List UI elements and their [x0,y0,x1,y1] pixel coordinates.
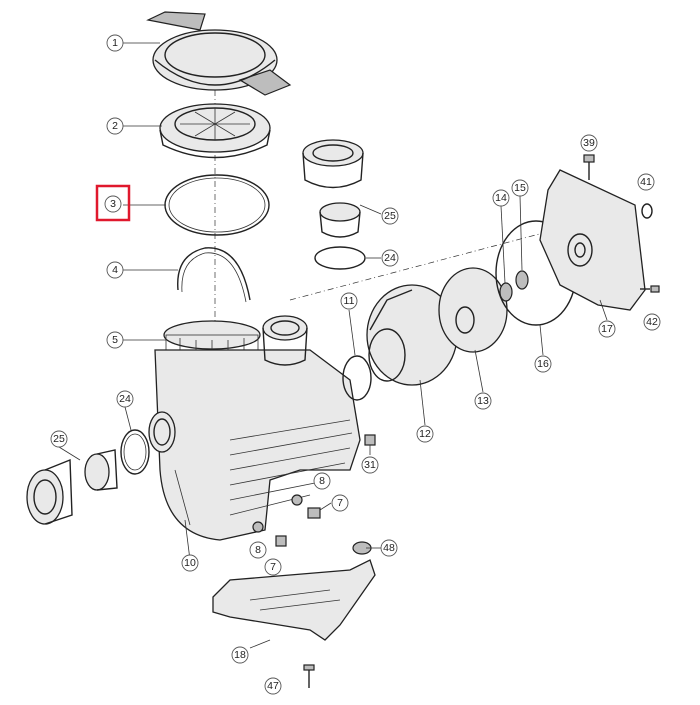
svg-text:17: 17 [601,323,613,335]
leader-lines [58,42,608,649]
part-18-base [212,559,376,641]
callout-7-right: 7 [331,494,349,512]
svg-text:31: 31 [364,459,376,471]
svg-text:5: 5 [112,334,118,346]
svg-text:42: 42 [646,316,658,328]
callout-48: 48 [380,539,398,557]
svg-text:48: 48 [383,542,395,554]
part-47-screw [303,664,315,688]
callout-39: 39 [580,134,598,152]
callout-16: 16 [534,355,552,373]
callout-41: 41 [637,173,655,191]
part-25-union-top [302,139,364,238]
callout-1: 1 [106,34,124,52]
svg-text:25: 25 [384,210,396,222]
part-24-o-ring-top [314,246,366,270]
svg-text:7: 7 [270,561,276,573]
svg-text:39: 39 [583,137,595,149]
part-41-washer [641,203,653,219]
callout-18: 18 [231,646,249,664]
part-24-o-ring-left [120,429,150,475]
callout-24-top: 24 [381,249,399,267]
callout-14: 14 [492,189,510,207]
part-11-o-ring [342,355,372,401]
part-1-lid [146,11,292,96]
svg-text:4: 4 [112,264,118,276]
callout-17: 17 [598,320,616,338]
part-14-seal [499,282,513,302]
part-10-pump-housing [148,315,361,541]
svg-text:24: 24 [384,252,396,264]
part-7-drain-plug-left [275,535,287,547]
svg-text:16: 16 [537,358,549,370]
callout-12: 12 [416,425,434,443]
callout-13: 13 [474,392,492,410]
callout-8-right: 8 [313,472,331,490]
svg-text:12: 12 [419,428,431,440]
svg-text:2: 2 [112,120,118,132]
callout-4: 4 [106,261,124,279]
callout-11: 11 [340,292,358,310]
svg-text:8: 8 [319,475,325,487]
part-4-clip [177,247,251,301]
part-25-union-left [26,449,118,525]
svg-text:13: 13 [477,395,489,407]
part-8-o-ring-left [252,521,264,533]
part-15-seal [515,270,529,290]
svg-text:47: 47 [267,680,279,692]
part-3-o-ring [164,174,270,236]
part-2-strainer-cover [159,103,271,159]
callout-31: 31 [361,456,379,474]
svg-text:15: 15 [514,182,526,194]
callout-5: 5 [106,331,124,349]
callout-25-top: 25 [381,207,399,225]
part-17-motor-bracket [539,169,646,311]
part-7-drain-plug-right [307,507,321,519]
part-24-o-ring-left-inner [123,433,147,471]
part-4-clip-inner [181,252,247,303]
svg-text:3: 3 [110,198,116,210]
svg-text:41: 41 [640,176,652,188]
part-3-o-ring-inner [168,177,266,233]
svg-text:1: 1 [112,37,118,49]
svg-text:18: 18 [234,649,246,661]
callout-8-left: 8 [249,541,267,559]
callout-25-left: 25 [50,430,68,448]
callout-42: 42 [643,313,661,331]
part-42-bolt [640,285,660,293]
part-8-o-ring-right [291,494,303,506]
part-39-bolt [583,154,595,180]
callout-3-highlight-box [95,184,131,222]
callout-10: 10 [181,554,199,572]
part-13-impeller [438,267,508,353]
callout-2: 2 [106,117,124,135]
svg-text:8: 8 [255,544,261,556]
svg-text:25: 25 [53,433,65,445]
callout-3: 3 [104,195,122,213]
callout-15: 15 [511,179,529,197]
svg-text:10: 10 [184,557,196,569]
callout-47: 47 [264,677,282,695]
part-31-plug [364,434,376,446]
callout-24-left: 24 [116,390,134,408]
svg-text:7: 7 [337,497,343,509]
svg-text:11: 11 [344,295,355,307]
svg-text:14: 14 [495,192,507,204]
svg-text:24: 24 [119,393,131,405]
callout-7-left: 7 [264,558,282,576]
